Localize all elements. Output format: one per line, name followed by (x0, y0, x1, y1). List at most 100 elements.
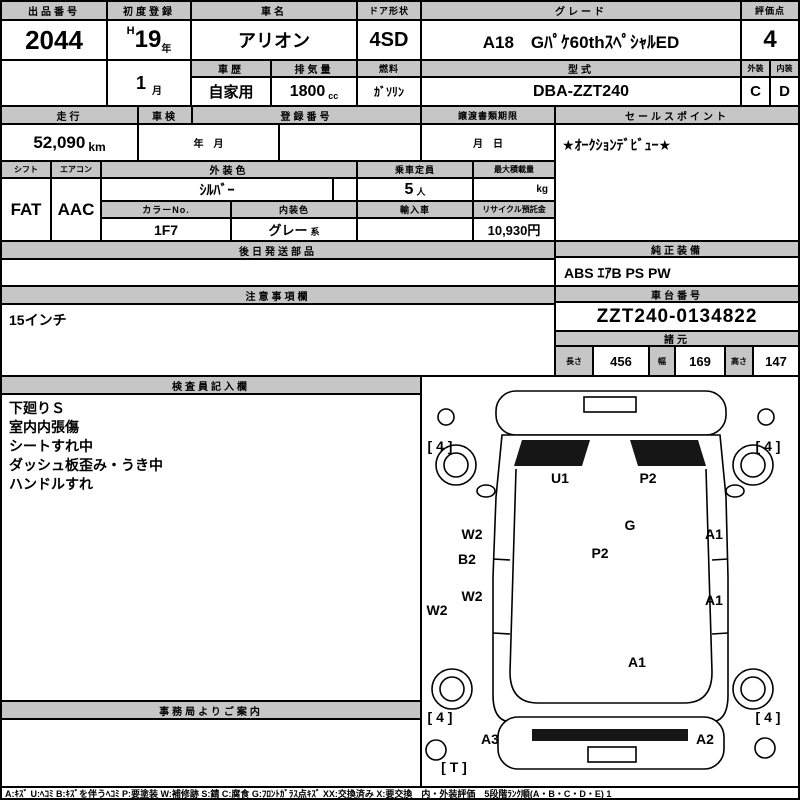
front-right-corner-circle (757, 408, 775, 426)
caution-notes-header: 注意事項欄 (2, 287, 554, 303)
rear-left-corner-circle (425, 739, 447, 761)
model-header: 型式 (422, 61, 740, 76)
rear-window (532, 729, 688, 741)
score-header: 評価点 (742, 2, 798, 19)
inspector-note: 室内内張傷 (9, 419, 79, 435)
later-parts-header: 後日発送部品 (2, 242, 554, 258)
displacement-unit: cc (328, 91, 339, 101)
exterior-grade-header: 外装 (742, 61, 769, 76)
damage-marker: W2 (461, 588, 483, 604)
shift-header: シフト (2, 162, 50, 177)
sales-point-header: セールスポイント (556, 107, 798, 123)
exterior-grade-value: C (742, 78, 769, 105)
damage-marker: W2 (426, 602, 448, 618)
windshield-right (630, 440, 706, 466)
recycle-value: 10,930円 (474, 219, 554, 240)
reg-no-header: 登録番号 (193, 107, 420, 123)
interior-color-suffix: 系 (310, 227, 320, 237)
damage-marker: A3 (481, 731, 499, 747)
car-body (492, 434, 729, 723)
office-value (2, 720, 420, 786)
aircon-value: AAC (52, 179, 100, 240)
cabin-outline (509, 468, 713, 704)
color-no-header: カラーNo. (102, 202, 230, 217)
displacement-number: 1800 (289, 82, 326, 100)
right-mirror (725, 484, 745, 498)
rear-right-corner-circle (754, 737, 776, 759)
deadline-header: 譲渡書類期限 (422, 107, 554, 123)
height-label: 高さ (726, 347, 752, 375)
auction-no-value: 2044 (2, 21, 106, 59)
door-value: 4SD (358, 21, 420, 59)
interior-grade-value: D (771, 78, 798, 105)
inspector-header: 検査員記入欄 (2, 377, 420, 393)
auction-no-header: 出品番号 (2, 2, 106, 19)
inspector-note: ハンドルすれ (9, 476, 93, 492)
front-left-corner-circle (437, 408, 455, 426)
damage-marker: U1 (551, 470, 569, 486)
equipment-value: ABS ｴｱB PS PW (556, 258, 798, 285)
damage-marker: G (624, 517, 636, 533)
occupancy-unit: 人 (416, 187, 426, 197)
damage-marker: A1 (705, 592, 723, 608)
later-parts-value (2, 260, 554, 285)
aircon-header: エアコン (52, 162, 100, 177)
fuel-value: ｶﾞｿﾘﾝ (358, 78, 420, 105)
history-value: 自家用 (192, 78, 270, 105)
car-name-value: アリオン (192, 21, 356, 59)
height-value: 147 (754, 347, 798, 375)
damage-marker: P2 (639, 470, 657, 486)
damage-marker: B2 (458, 551, 476, 567)
length-label: 長さ (556, 347, 592, 375)
occupancy-header: 乗車定員 (358, 162, 472, 177)
auction-no-empty-cell (2, 61, 106, 105)
door-header: ドア形状 (358, 2, 420, 19)
month-unit: 月 (152, 86, 162, 97)
year-unit: 年 (161, 44, 172, 55)
history-header: 車歴 (192, 61, 270, 76)
inspector-note: シートすれ中 (9, 438, 93, 454)
left-door-seam-front (492, 558, 511, 561)
occupancy-number: 5 (404, 180, 414, 198)
corner-marker: [ 4 ] (755, 709, 781, 725)
corner-marker: [ T ] (441, 759, 467, 775)
color-no-value: 1F7 (102, 219, 230, 240)
front-right-wheel-inner (740, 452, 766, 478)
corner-marker: [ 4 ] (755, 438, 781, 454)
interior-color-header: 内装色 (232, 202, 356, 217)
car-top-view-drawing (425, 390, 776, 770)
left-door-seam-rear (492, 632, 511, 635)
damage-marker: A1 (705, 526, 723, 542)
shaken-value: 年 月 (139, 125, 278, 160)
vin-value: ZZT240-0134822 (556, 303, 798, 330)
reg-month: 1 (135, 72, 146, 93)
front-plate (583, 396, 637, 413)
mileage-header: 走行 (2, 107, 137, 123)
shaken-header: 車検 (139, 107, 191, 123)
first-reg-header: 初度登録 (108, 2, 190, 19)
car-name-header: 車名 (192, 2, 356, 19)
legend: A:ｷｽﾞ U:ﾍｺﾐ B:ｷｽﾞを伴うﾍｺﾐ P:要塗装 W:補修跡 S:錆 … (2, 788, 798, 798)
displacement-value: 1800 cc (272, 78, 356, 105)
interior-grade-header: 内装 (771, 61, 798, 76)
rear-right-wheel-inner (740, 676, 766, 702)
front-left-wheel-inner (443, 452, 469, 478)
left-mirror (476, 484, 496, 498)
exterior-color-value: ｼﾙﾊﾞｰ (102, 179, 332, 200)
interior-color-value: グレー 系 (232, 219, 356, 240)
spec-header: 諸元 (556, 332, 798, 345)
mileage-unit: km (88, 140, 106, 154)
exterior-color-sub-cell (334, 179, 356, 200)
reg-no-value (280, 125, 420, 160)
corner-marker: [ 4 ] (427, 709, 453, 725)
right-door-seam-front (711, 558, 729, 561)
windshield-left (514, 440, 590, 466)
damage-marker: A1 (628, 654, 646, 670)
width-label: 幅 (650, 347, 674, 375)
inspector-note: ダッシュ板歪み・うき中 (9, 457, 163, 473)
damage-marker: A2 (696, 731, 714, 747)
right-door-seam-rear (711, 632, 729, 635)
